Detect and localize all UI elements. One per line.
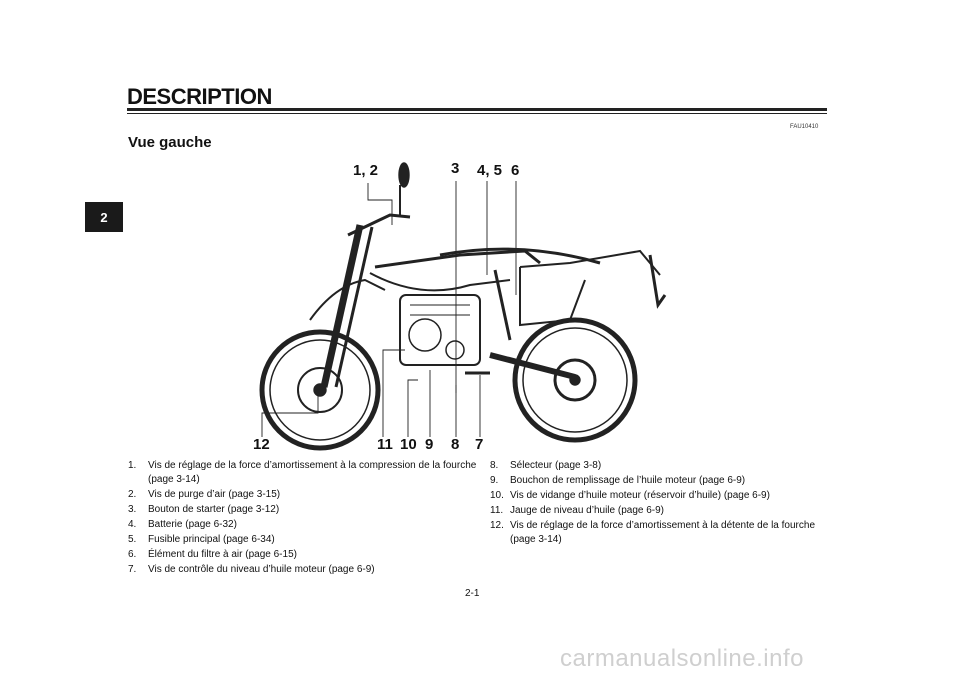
callout-1-2: 1, 2 <box>353 162 379 179</box>
legend-item-number: 10. <box>490 490 504 501</box>
legend-item: 11. Jauge de niveau d’huile (page 6-9) <box>490 504 830 518</box>
tail-light <box>648 254 667 309</box>
front-hub <box>313 383 327 397</box>
fork-leg <box>320 224 364 388</box>
fork-leg-inner <box>334 226 374 388</box>
callout-7: 7 <box>475 436 484 453</box>
legend-item-text: Sélecteur (page 3-8) <box>510 460 602 471</box>
legend-item: 6. Élément du filtre à air (page 6-15) <box>128 548 483 562</box>
callout-4-5: 4, 5 <box>477 162 503 179</box>
motorcycle-illustration <box>259 162 667 451</box>
legend-item: 5. Fusible principal (page 6-34) <box>128 533 483 547</box>
legend-item-text: Batterie (page 6-32) <box>148 519 237 530</box>
front-fender <box>309 278 386 321</box>
rear-shock <box>493 269 512 341</box>
engine-block <box>399 294 481 366</box>
seat <box>439 247 601 265</box>
legend-item: 3. Bouton de starter (page 3-12) <box>128 503 483 517</box>
legend-item-number: 4. <box>128 519 137 530</box>
legend-item-number: 1. <box>128 460 137 471</box>
legend-item-text: Fusible principal (page 6-34) <box>148 534 275 545</box>
callout-9: 9 <box>425 436 434 453</box>
legend-item: 9. Bouchon de remplissage de l’huile mote… <box>490 474 830 488</box>
legend-item-text: Bouton de starter (page 3-12) <box>148 504 280 515</box>
legend-item-text: Vis de réglage de la force d’amortisseme… <box>148 460 477 485</box>
chapter-tab: 2 <box>85 202 123 232</box>
legend-item: 7. Vis de contrôle du niveau d’huile mote… <box>128 563 483 577</box>
legend-item-number: 9. <box>490 475 499 486</box>
rear-fender <box>519 249 661 276</box>
tank-outline <box>374 249 541 269</box>
rear-tire <box>512 317 638 443</box>
leader-lines <box>261 181 517 437</box>
legend-item-number: 6. <box>128 549 137 560</box>
rear-rim <box>522 327 628 433</box>
title-rule-thin <box>127 113 827 114</box>
title-rule <box>127 108 827 111</box>
page-title: DESCRIPTION <box>127 84 272 109</box>
side-panel <box>519 267 586 327</box>
oil-filler-cap <box>445 340 465 360</box>
front-tire <box>259 329 381 451</box>
section-heading: Vue gauche <box>128 134 212 151</box>
legend-item-text: Vis de contrôle du niveau d’huile moteur… <box>148 564 375 575</box>
legend-item-number: 2. <box>128 489 137 500</box>
legend-item: 2. Vis de purge d’air (page 3-15) <box>128 488 483 502</box>
callout-12: 12 <box>253 436 270 453</box>
callout-10: 10 <box>400 436 417 453</box>
front-brake-disc <box>297 367 343 413</box>
legend-item-number: 3. <box>128 504 137 515</box>
legend-item-text: Élément du filtre à air (page 6-15) <box>148 549 297 560</box>
legend-item-text: Vis de réglage de la force d’amortisseme… <box>510 520 815 545</box>
callout-6: 6 <box>511 162 520 179</box>
swingarm <box>489 352 576 380</box>
legend-list-left: 1. Vis de réglage de la force d’amortisse… <box>128 459 483 578</box>
handlebar <box>347 213 411 237</box>
legend-item: 12. Vis de réglage de la force d’amortiss… <box>490 519 830 547</box>
rear-sprocket <box>553 358 597 402</box>
watermark: carmanualsonline.info <box>560 645 804 672</box>
legend-item: 8. Sélecteur (page 3-8) <box>490 459 830 473</box>
mirror <box>398 162 410 188</box>
callout-3: 3 <box>451 160 460 177</box>
legend-item: 1. Vis de réglage de la force d’amortisse… <box>128 459 483 487</box>
reference-code: FAU10410 <box>790 124 819 130</box>
legend-item-text: Vis de vidange d’huile moteur (réservoir… <box>510 490 770 501</box>
radiator-shroud <box>369 272 511 292</box>
page-number: 2-1 <box>465 588 480 599</box>
legend-item-text: Vis de purge d’air (page 3-15) <box>148 489 281 500</box>
legend-item-number: 8. <box>490 460 499 471</box>
legend-item-number: 5. <box>128 534 137 545</box>
legend-item-text: Jauge de niveau d’huile (page 6-9) <box>510 505 664 516</box>
legend-item-text: Bouchon de remplissage de l’huile moteur… <box>510 475 746 486</box>
legend-item: 10. Vis de vidange d’huile moteur (réserv… <box>490 489 830 503</box>
legend-item: 4. Batterie (page 6-32) <box>128 518 483 532</box>
callout-8: 8 <box>451 436 460 453</box>
front-rim <box>269 339 371 441</box>
callout-11: 11 <box>377 436 393 453</box>
motorcycle-figure: 1, 2 3 4, 5 6 12 11 10 9 8 7 <box>240 155 680 455</box>
cylinder-fins <box>410 304 470 316</box>
legend-item-number: 11. <box>490 505 504 516</box>
engine-cover <box>408 318 442 352</box>
legend-item-number: 12. <box>490 520 504 531</box>
legend-list-right: 8. Sélecteur (page 3-8) 9. Bouchon de remp… <box>490 459 830 548</box>
legend-item-number: 7. <box>128 564 137 575</box>
